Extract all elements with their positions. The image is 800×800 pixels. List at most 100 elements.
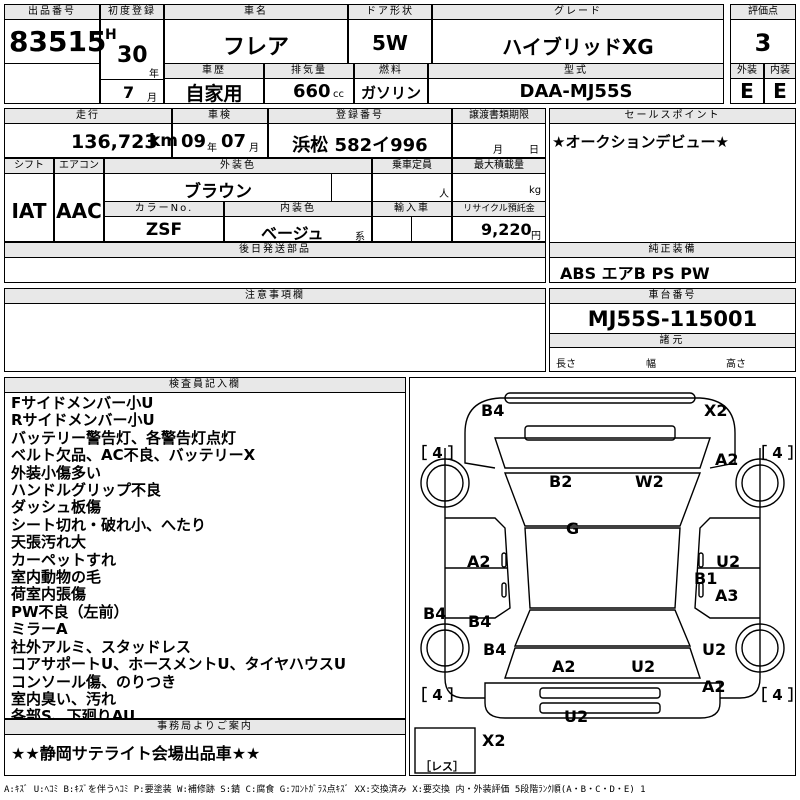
exterior-box: 外装 E — [730, 63, 764, 104]
door-label: ドア形状 — [349, 5, 431, 20]
displacement-box: 排気量 660 cc — [264, 63, 354, 104]
first-reg-label: 初度登録 — [101, 5, 163, 20]
chassis-label: 車台番号 — [550, 289, 795, 304]
chassis-box: 車台番号 MJ55S-115001 諸元 長さ 幅 高さ — [549, 288, 796, 372]
notes-box: 注意事項欄 — [4, 288, 546, 372]
first-reg-month: 7 — [123, 83, 135, 102]
damage-mark: B4 — [468, 612, 492, 631]
mileage-label: 走行 — [5, 109, 171, 124]
shift-box: シフト IAT — [4, 158, 54, 242]
max-load-label: 最大積載量 — [453, 159, 545, 174]
mileage-unit: km — [149, 131, 179, 151]
int-color-unit: 系 — [355, 232, 365, 243]
displacement: 660 — [293, 81, 331, 102]
damage-mark: X2 — [482, 731, 506, 750]
aircon: AAC — [56, 199, 102, 223]
first-reg-box: 初度登録 H 30 年 7 月 — [100, 4, 164, 104]
sales-point-label: セールスポイント — [550, 109, 795, 124]
first-reg-era: H — [105, 27, 117, 43]
damage-mark: W2 — [635, 472, 664, 491]
office-label: 事務局よりご案内 — [5, 720, 405, 735]
max-load-unit: kg — [529, 185, 542, 196]
import-box: 輸入車 — [372, 201, 452, 242]
color-no: ZSF — [145, 220, 183, 240]
exterior-grade: E — [740, 79, 754, 103]
damage-mark: G — [566, 519, 580, 538]
model-box: 型式 DAA-MJ55S — [428, 63, 724, 104]
recycle-box: リサイクル預託金 9,220 円 — [452, 201, 546, 242]
door-type: 5W — [372, 31, 408, 55]
shift-label: シフト — [5, 159, 53, 174]
damage-mark: B4 — [483, 640, 507, 659]
damage-diagram: ［ 4 ］ ［ 4 ］ ［ 4 ］ ［ 4 ］ ［レス］ B4 X2 A2 B2… — [409, 377, 800, 776]
history-label: 車歴 — [165, 64, 263, 79]
lot-number: 83515 — [9, 25, 107, 58]
ext-color: ブラウン — [184, 182, 252, 202]
score-box: 評価点 3 — [730, 4, 796, 64]
damage-mark: U2 — [702, 640, 727, 659]
recycle-unit: 円 — [531, 231, 541, 242]
equipment-box: 純正装備 ABS エアB PS PW — [549, 242, 796, 283]
tire-mark-rl: ［ 4 ］ — [412, 686, 463, 704]
first-reg-month-unit: 月 — [147, 93, 157, 104]
grade: ハイブリッドXG — [502, 35, 654, 59]
dim-height: 高さ — [726, 359, 746, 370]
tire-mark-rr: ［ 4 ］ — [752, 686, 800, 704]
notes-label: 注意事項欄 — [5, 289, 545, 304]
inspector-line: シート切れ・破れ小、へたり — [11, 515, 207, 534]
car-name-box: 車名 フレア — [164, 4, 348, 64]
damage-mark: A2 — [467, 552, 491, 571]
damage-mark: B1 — [694, 569, 718, 588]
damage-mark: A2 — [552, 657, 576, 676]
mileage-box: 走行 136,723 km — [4, 108, 178, 158]
inspector-box: 検査員記入欄 Fサイドメンバー小U Rサイドメンバー小U バッテリー警告灯、各警… — [4, 377, 406, 725]
inspector-line: Fサイドメンバー小U — [11, 394, 154, 412]
color-no-label: カラーNo. — [105, 202, 223, 217]
ext-color-label: 外装色 — [105, 159, 371, 174]
door-box: ドア形状 5W — [348, 4, 432, 64]
damage-mark: A3 — [715, 586, 739, 605]
inspector-line: 天張汚れ大 — [11, 533, 87, 552]
displacement-unit: cc — [333, 89, 344, 100]
later-parts-label: 後日発送部品 — [5, 243, 545, 258]
damage-mark: U2 — [716, 552, 741, 571]
fuel-label: 燃料 — [355, 64, 427, 79]
legend: A:ｷｽﾞ U:ﾍｺﾐ B:ｷｽﾞを伴うﾍｺﾐ P:要塗装 W:補修跡 S:錆 … — [4, 785, 646, 795]
inspector-label: 検査員記入欄 — [5, 378, 405, 393]
car-outline-icon — [414, 392, 785, 774]
fuel-box: 燃料 ガソリン — [354, 63, 428, 104]
car-name: フレア — [222, 35, 289, 60]
inspection-label: 車検 — [173, 109, 267, 124]
tire-mark-fl: ［ 4 ］ — [412, 444, 463, 462]
office-notice: ★★静岡サテライト会場出品車★★ — [11, 744, 261, 763]
inspector-line: ベルト欠品、AC不良、バッテリーX — [11, 446, 256, 465]
plate-box: 登録番号 浜松 582イ996 — [268, 108, 452, 158]
office-box: 事務局よりご案内 ★★静岡サテライト会場出品車★★ — [4, 719, 406, 776]
front-bumper — [504, 392, 696, 404]
inspector-line: ダッシュ板傷 — [11, 498, 102, 517]
inspector-line: 室内臭い、汚れ — [11, 689, 117, 708]
tire-mark-fr: ［ 4 ］ — [752, 444, 800, 462]
inspector-line: ミラーA — [11, 620, 68, 639]
inspector-line: 外装小傷多い — [11, 463, 102, 482]
sales-point: ★オークションデビュー★ — [552, 133, 729, 151]
sales-point-box: セールスポイント ★オークションデビュー★ — [549, 108, 796, 283]
model-label: 型式 — [429, 64, 723, 79]
inspector-line: ハンドルグリップ不良 — [11, 481, 162, 500]
model: DAA-MJ55S — [519, 81, 633, 102]
damage-mark: B2 — [549, 472, 573, 491]
inspector-line: バッテリー警告灯、各警告灯点灯 — [11, 428, 237, 447]
int-color-label: 内装色 — [225, 202, 371, 217]
inspection-month: 07 — [221, 131, 247, 152]
plate-label: 登録番号 — [269, 109, 451, 124]
equipment: ABS エアB PS PW — [560, 264, 710, 283]
transfer-day-unit: 日 — [529, 145, 539, 156]
inspection-box: 車検 09 年 07 月 — [172, 108, 268, 158]
damage-mark: X2 — [704, 401, 728, 420]
first-reg-year-unit: 年 — [149, 69, 159, 80]
recycle-label: リサイクル預託金 — [453, 202, 545, 217]
recycle: 9,220 — [481, 220, 532, 239]
inspector-line: カーペットすれ — [11, 550, 117, 569]
color-no-box: カラーNo. ZSF — [104, 201, 224, 242]
first-reg-year: 30 — [117, 43, 148, 68]
